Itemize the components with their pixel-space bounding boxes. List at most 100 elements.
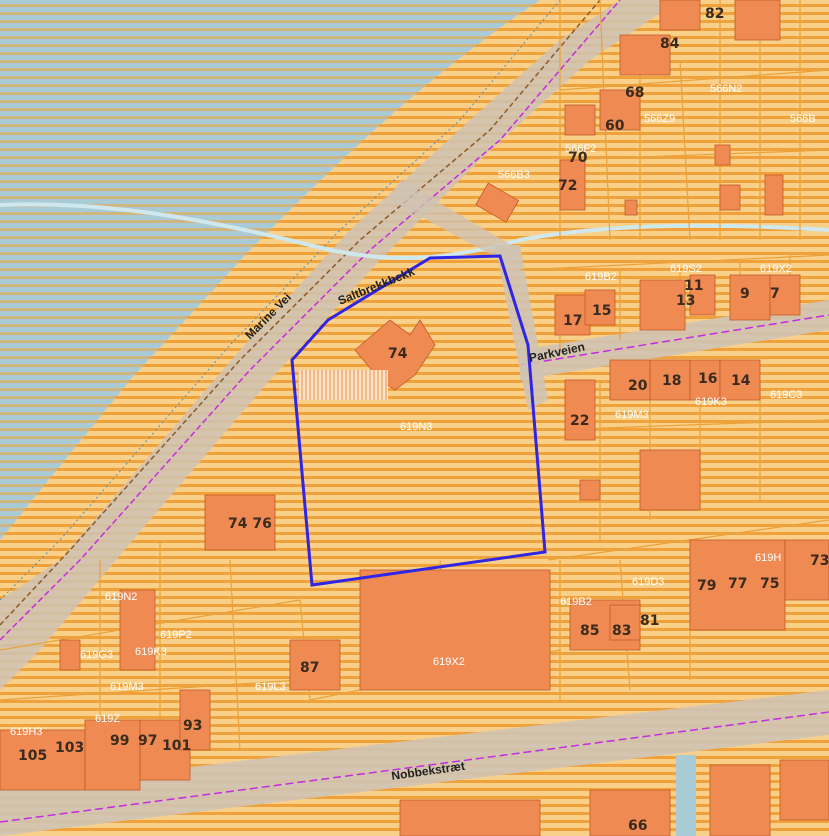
house-number: 87 [300, 660, 319, 676]
parcel-label: 566F2 [565, 143, 596, 155]
house-number: 75 [760, 576, 779, 592]
building [179, 689, 211, 751]
house-number-selected: 74 [388, 346, 408, 362]
building [729, 274, 771, 321]
building [719, 184, 741, 211]
house-number: 93 [183, 718, 202, 734]
parcel-label: 619P2 [160, 629, 192, 641]
house-number: 14 [731, 373, 751, 389]
park-street-magenta [519, 314, 829, 366]
parcel-label: 619Z [95, 713, 120, 725]
parcel-label: 566B3 [498, 169, 530, 181]
parcel-label: 619X2 [760, 263, 792, 275]
parcel-label: 566N2 [710, 83, 742, 95]
house-number: 72 [558, 178, 577, 194]
coast-road-line-brown [0, 0, 601, 626]
building [784, 539, 829, 601]
house-number: 7 [770, 286, 780, 302]
building [639, 279, 686, 331]
building [639, 449, 701, 511]
building [689, 274, 716, 316]
coast-road-line-magenta [0, 0, 621, 641]
house-number: 84 [660, 36, 680, 52]
house-number: 77 [728, 576, 747, 592]
parcel-label: 619H [755, 552, 781, 564]
parcel-label: 619B2 [560, 596, 592, 608]
building [779, 759, 829, 821]
house-number: 79 [697, 578, 716, 594]
house-number: 99 [110, 733, 129, 749]
building [599, 89, 641, 131]
parcel-label: 619N2 [105, 591, 137, 603]
building [564, 104, 596, 136]
south-road-magenta [0, 711, 829, 823]
house-number: 101 [162, 738, 191, 754]
building [119, 589, 156, 671]
house-number: 60 [605, 118, 625, 134]
water-area [0, 0, 540, 540]
upper-road [390, 180, 520, 265]
house-number: 9 [740, 286, 750, 302]
building [559, 159, 586, 211]
building [714, 144, 731, 166]
house-number: 74 76 [228, 516, 272, 532]
building [0, 729, 86, 791]
parcel-label: 619S2 [670, 263, 702, 275]
building [609, 604, 641, 641]
building [709, 764, 771, 836]
house-number: 22 [570, 413, 589, 429]
house-number: 73 [810, 553, 829, 569]
building [619, 34, 671, 76]
building [764, 174, 784, 216]
parcel-label: 619K3 [695, 396, 727, 408]
hatched-area [298, 370, 388, 400]
building [564, 379, 596, 441]
building [649, 359, 691, 401]
building [84, 719, 141, 791]
building [719, 359, 761, 401]
building [609, 359, 651, 401]
parcel-label: 619K3 [135, 646, 167, 658]
parcel-label: 619M3 [110, 681, 144, 693]
house-number: 13 [676, 293, 695, 309]
parcel-label: 619M3 [615, 409, 649, 421]
creek [0, 202, 829, 261]
house-number: 105 [18, 748, 47, 764]
house-number: 18 [662, 373, 681, 389]
building [204, 494, 276, 551]
house-number: 17 [563, 313, 582, 329]
building [359, 569, 551, 691]
selected-parcel-outline[interactable] [290, 254, 547, 587]
building [584, 289, 616, 326]
parcel-label: 566B [790, 113, 816, 125]
house-number: 20 [628, 378, 648, 394]
building [399, 799, 541, 836]
house-number: 97 [138, 733, 157, 749]
south-road [0, 690, 829, 836]
building [579, 479, 601, 501]
house-number: 66 [628, 818, 647, 834]
building [734, 0, 781, 41]
parcel-label-selected: 619N3 [400, 421, 432, 433]
house-number: 103 [55, 740, 84, 756]
parcel-label: 619X2 [433, 656, 465, 668]
parcel-label: 619D3 [632, 576, 664, 588]
building [289, 639, 341, 691]
building [659, 0, 701, 31]
parcel-labels: 566B3 566Z9 566N2 566F2 566B 619B2 619S2… [10, 83, 816, 738]
house-number: 68 [625, 85, 644, 101]
parcel-label: 619C3 [770, 389, 802, 401]
parcel-label: 619H3 [10, 726, 42, 738]
parcel-label: 566Z9 [644, 113, 675, 125]
house-number: 83 [612, 623, 631, 639]
building [624, 199, 638, 216]
house-number: 11 [684, 278, 703, 294]
building [589, 789, 671, 836]
house-number: 15 [592, 303, 611, 319]
house-number: 81 [640, 613, 659, 629]
coast-road-line-blue [0, 0, 561, 601]
building [769, 274, 801, 316]
parcel-label: 619L3 [255, 681, 286, 693]
